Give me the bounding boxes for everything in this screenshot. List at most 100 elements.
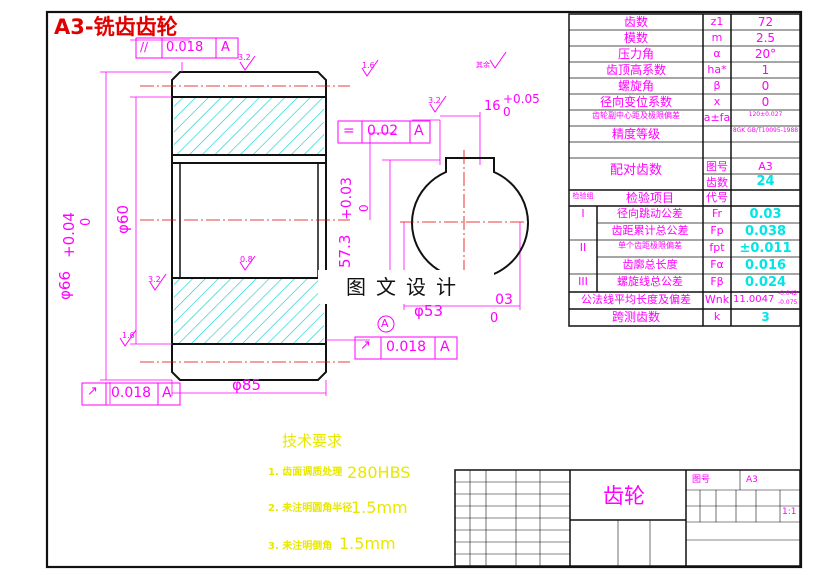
roughness-6: 3.2 — [148, 275, 161, 284]
param-label: 螺旋角 — [617, 79, 654, 93]
roughness-2: 1.6 — [362, 61, 375, 70]
mating-val-2: 24 — [756, 174, 775, 189]
insp-item: 齿距累计总公差 — [611, 224, 689, 237]
gdt-face-value: 0.018 — [386, 339, 427, 355]
hatch-top — [174, 97, 324, 155]
roughness-other: 其余 — [476, 61, 490, 69]
insp-group: I — [581, 207, 585, 220]
runout-arrow-icon: ↗ — [87, 384, 98, 399]
gdt-top-datum: A — [221, 40, 230, 55]
roughness-4: 0.8 — [240, 255, 253, 264]
dim-bore-tol-lower: 0 — [490, 311, 499, 326]
insp-group: III — [578, 275, 588, 288]
insp-code: fpt — [709, 241, 725, 254]
gdt-face-datum: A — [440, 339, 450, 355]
param-value: 2.5 — [755, 31, 776, 45]
roughness-symbols — [119, 51, 507, 347]
drawing-title: A3-铣齿齿轮 — [54, 15, 178, 39]
dim-key-depth-lower: 0 — [357, 204, 371, 212]
mating-val-1: A3 — [758, 160, 773, 173]
datum-label: A — [381, 317, 389, 330]
mating-key-2: 齿数 — [706, 176, 728, 189]
dim-key-upper: +0.05 — [503, 92, 540, 106]
span-item: 跨测齿数 — [611, 310, 660, 324]
dim-width: φ85 — [232, 376, 261, 394]
watermark-text: 图文设计 — [318, 270, 494, 304]
dim-bore: φ53 — [414, 302, 443, 320]
param-label: 齿顶高系数 — [605, 63, 666, 77]
insp-value: 0.024 — [744, 275, 787, 290]
gdt-frames — [81, 37, 458, 406]
param-symbol: x — [713, 95, 721, 108]
param-label: 模数 — [623, 31, 648, 45]
title-block-lines — [455, 470, 800, 566]
wk-upper: -0.042 — [778, 290, 798, 297]
drawing-frame — [45, 10, 803, 569]
param-symbol: α — [713, 47, 721, 60]
param-symbol: ha* — [707, 63, 727, 76]
span-code: k — [713, 310, 721, 323]
dim-key-depth: 57.3 — [336, 234, 354, 268]
span-value: 3 — [761, 310, 770, 324]
tech-item-2-value: 1.5mm — [351, 498, 408, 517]
gear-section — [140, 71, 350, 381]
insp-group: II — [579, 241, 587, 254]
param-value: 72 — [757, 15, 774, 29]
insp-item: 齿廓总长度 — [622, 258, 678, 271]
tech-item-2-label: 2. 未注明圆角半径 — [268, 503, 353, 514]
gdt-bottom-value: 0.018 — [111, 385, 152, 401]
dim-key-lower: 0 — [503, 105, 511, 119]
param-value: 8GK GB/T10095-1988 — [732, 127, 799, 134]
roughness-1: 3.2 — [238, 53, 251, 62]
tech-item-3-label: 3. 未注明倒角 — [268, 541, 333, 552]
param-value: 120±0.027 — [748, 111, 783, 118]
gdt-top-symbol: // — [140, 40, 149, 54]
dimension-lines — [100, 39, 521, 404]
gdt-sym-value: 0.02 — [367, 123, 399, 139]
wk-value: 11.0047 — [733, 294, 775, 305]
insp-header-group: 检验组 — [572, 192, 594, 200]
dim-inner-diameter: φ60 — [114, 205, 132, 234]
param-table-rows — [569, 29, 800, 275]
mating-key-1: 图号 — [706, 160, 728, 173]
wk-lower: -0.075 — [778, 299, 798, 306]
param-label: 精度等级 — [611, 127, 660, 141]
tech-item-1-label: 1. 齿面调质处理 — [268, 467, 343, 478]
dim-key-depth-upper: +0.03 — [339, 177, 355, 220]
titleblock-field-2: A3 — [746, 475, 758, 485]
insp-header-item: 检验项目 — [625, 191, 674, 205]
gdt-top-value: 0.018 — [166, 40, 204, 55]
gdt-sym-symbol: = — [343, 123, 355, 139]
insp-value: ±0.011 — [739, 241, 792, 256]
tech-item-1-value: 280HBS — [347, 463, 411, 482]
titleblock-scale: 1:1 — [782, 507, 797, 517]
mating-label: 配对齿数 — [609, 163, 662, 178]
insp-code: Fp — [710, 224, 724, 237]
tech-heading: 技术要求 — [282, 432, 343, 450]
part-name: 齿轮 — [603, 484, 645, 508]
roughness-5: 1.6 — [122, 331, 135, 340]
insp-code: Fr — [711, 207, 723, 220]
param-value: 0 — [761, 79, 770, 93]
roughness-3: 3.2 — [428, 96, 441, 105]
gdt-bottom-datum: A — [162, 385, 172, 401]
insp-value: 0.016 — [744, 258, 787, 273]
param-value: 0 — [761, 95, 770, 109]
dim-outer-upper: +0.04 — [60, 212, 78, 258]
insp-header-code: 代号 — [706, 191, 728, 204]
param-value: 20° — [754, 47, 777, 61]
param-symbol: m — [711, 31, 723, 44]
dim-outer-lower: 0 — [79, 217, 94, 226]
dim-outer-diameter: φ66 — [56, 271, 74, 300]
insp-code: Fα — [710, 258, 724, 271]
wk-code: Wnk — [704, 293, 730, 306]
param-value: 1 — [761, 63, 770, 77]
insp-value: 0.038 — [744, 224, 787, 239]
gdt-sym-datum: A — [414, 123, 424, 139]
dim-key-width: 16 — [484, 99, 501, 114]
insp-item: 单个齿距极限偏差 — [618, 241, 682, 250]
insp-item: 径向跳动公差 — [617, 207, 683, 220]
param-label: 齿轮副中心距及极限偏差 — [592, 111, 680, 120]
